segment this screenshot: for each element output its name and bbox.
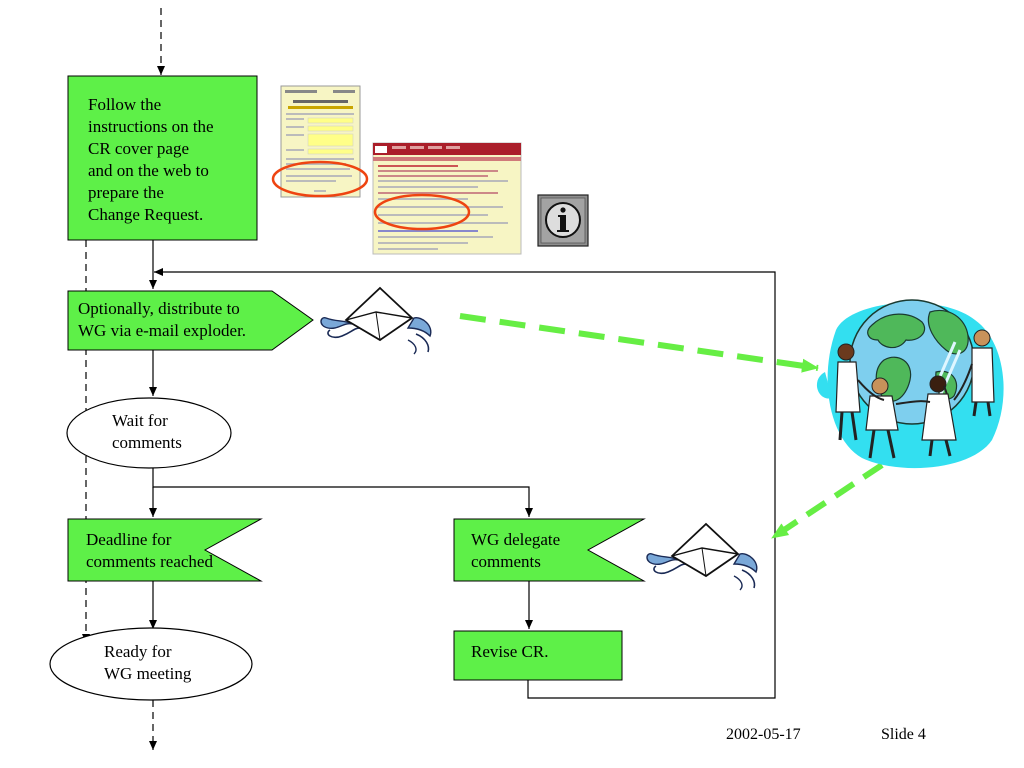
wait-step-text: Wait for comments (112, 411, 182, 452)
deadline-step-text: Deadline for comments reached (86, 530, 213, 571)
green-dashed-arrow-from-globe (770, 462, 884, 541)
deadline-step-shape (67, 518, 263, 582)
revise-step-box (453, 630, 623, 681)
slide-number: Slide 4 (881, 726, 926, 743)
prepare-step-box (67, 75, 258, 241)
distribute-step-text: Optionally, distribute to WG via e-mail … (78, 299, 247, 340)
prepare-step-text: Follow the instructions on the CR cover … (88, 95, 214, 224)
globe-people-icon (816, 299, 1004, 469)
revise-loop-line (154, 268, 776, 699)
branch-line (152, 468, 533, 517)
ready-step-text: Ready for WG meeting (104, 642, 192, 683)
ready-step-ellipse (49, 627, 253, 701)
email-envelope-icon (320, 286, 432, 355)
delegate-step-text: WG delegate comments (471, 530, 561, 571)
web-page-highlight (373, 193, 471, 231)
cover-page-highlight (271, 160, 369, 198)
revise-step-text: Revise CR. (471, 642, 549, 661)
delegate-step-shape (453, 518, 646, 582)
email-envelope-icon-2 (646, 522, 758, 591)
info-icon[interactable] (537, 194, 589, 247)
distribute-step-shape (67, 290, 314, 351)
cr-cover-page-thumbnail (280, 85, 361, 198)
footer-date: 2002-05-17 (726, 726, 801, 743)
wait-step-ellipse (66, 397, 232, 469)
green-dashed-arrow-to-globe (459, 313, 819, 373)
